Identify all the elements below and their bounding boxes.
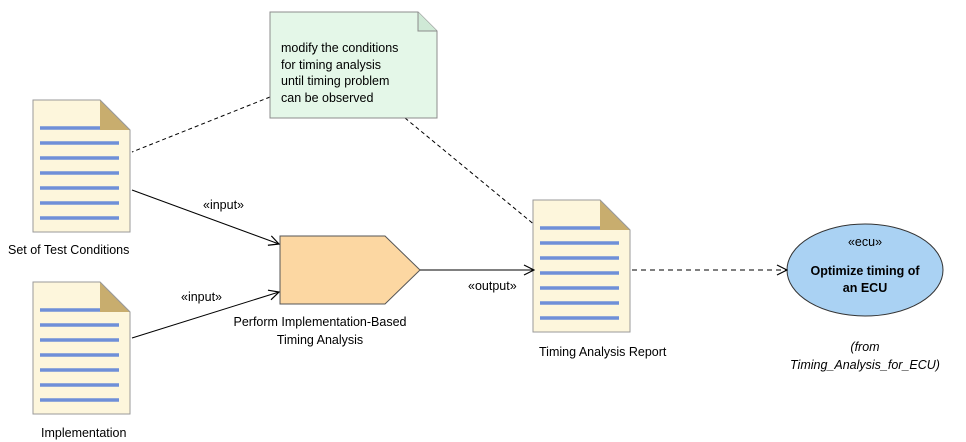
note-anchor-line-left <box>131 96 271 153</box>
task-label: Perform Implementation-Based Timing Anal… <box>220 313 420 349</box>
task-label-line1: Perform Implementation-Based <box>233 315 407 329</box>
edge-label-output: «output» <box>468 279 517 293</box>
use-case-name: Optimize timing of an ECU <box>790 263 940 297</box>
note-line: modify the conditions <box>281 41 399 55</box>
doc-icon-implementation[interactable] <box>32 281 131 415</box>
edge-label-input-1: «input» <box>203 198 245 212</box>
use-case-from: (from Timing_Analysis_for_ECU) <box>790 338 940 374</box>
edge-label-input-2: «input» <box>181 290 223 304</box>
use-case-from-line2: Timing_Analysis_for_ECU) <box>790 358 940 372</box>
edge-input-test-conditions[interactable] <box>131 189 279 244</box>
label-timing-report: Timing Analysis Report <box>539 345 667 359</box>
note-line: can be observed <box>281 90 374 105</box>
edge-input-implementation[interactable] <box>131 292 279 339</box>
task-shape[interactable] <box>279 235 421 305</box>
note-line: until timing problem <box>281 74 390 88</box>
task-label-line2: Timing Analysis <box>276 333 364 347</box>
note-box[interactable] <box>269 11 438 119</box>
use-case-name-line1: Optimize timing of <box>810 264 920 278</box>
doc-icon-test-conditions[interactable] <box>32 99 131 233</box>
use-case-name-line2: an ECU <box>842 281 888 295</box>
label-implementation: Implementation <box>41 426 127 440</box>
label-test-conditions: Set of Test Conditions <box>8 243 130 257</box>
use-case-stereotype: «ecu» <box>847 235 883 249</box>
note-line: for timing analysis <box>281 57 382 72</box>
use-case-from-line1: (from <box>850 340 880 354</box>
doc-icon-timing-report[interactable] <box>532 199 631 333</box>
note-text: modify the conditions for timing analysi… <box>281 40 398 106</box>
note-anchor-line-right <box>404 117 537 227</box>
